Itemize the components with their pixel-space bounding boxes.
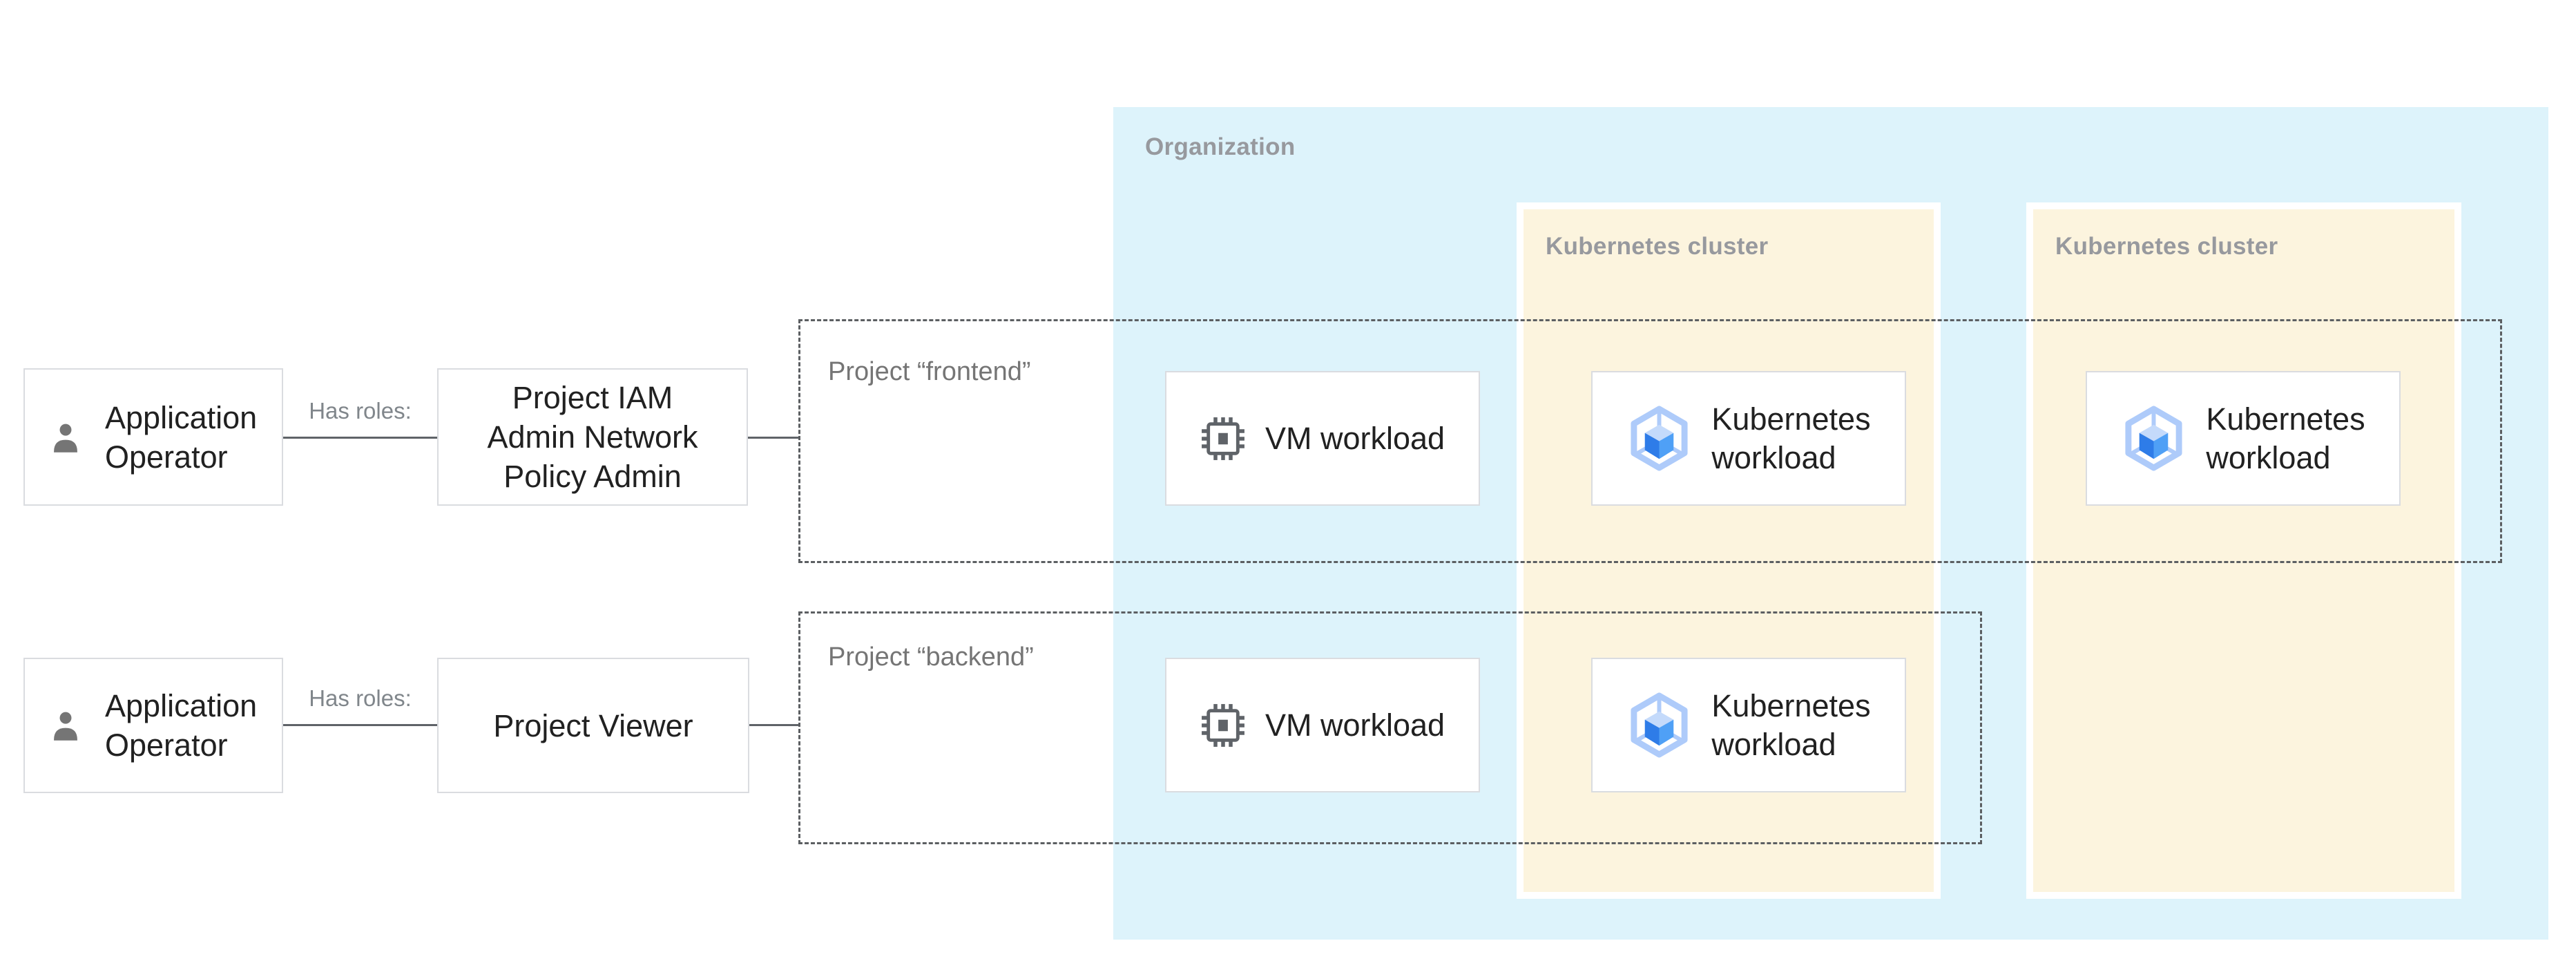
kubernetes-workload-card: Kubernetes workload [2086, 371, 2401, 506]
workload-label: Kubernetes workload [1711, 687, 1871, 762]
has-roles-label: Has roles: [309, 685, 412, 711]
kubernetes-cluster-zone-2: Kubernetes cluster [2033, 209, 2454, 892]
project-frontend-box: Project “frontend” [798, 319, 2502, 563]
actor-application-operator-2: Application Operator [23, 658, 283, 793]
project-backend-label: Project “backend” [828, 643, 1034, 672]
project-backend-box: Project “backend” [798, 611, 1982, 844]
kubernetes-workload-card: Kubernetes workload [1591, 371, 1906, 506]
role-project-iam-admin-box: Project IAM Admin Network Policy Admin [437, 368, 748, 506]
connector-line [749, 724, 798, 726]
project-frontend-label: Project “frontend” [828, 357, 1031, 386]
person-icon [54, 424, 77, 453]
kubernetes-workload-card: Kubernetes workload [1591, 658, 1906, 792]
actor-label: Application Operator [105, 399, 258, 475]
role-label: Project Viewer [493, 707, 693, 743]
kubernetes-cluster-label: Kubernetes cluster [2055, 233, 2278, 260]
vm-chip-icon [1202, 703, 1244, 747]
gke-hexagon-icon [1631, 692, 1688, 758]
person-icon [54, 712, 77, 741]
kubernetes-cluster-label: Kubernetes cluster [1546, 233, 1769, 260]
organization-label: Organization [1145, 133, 1296, 160]
connector-line [283, 437, 437, 439]
gke-hexagon-icon [2125, 406, 2182, 471]
has-roles-label: Has roles: [309, 398, 412, 424]
role-label: Project IAM Admin Network Policy Admin [487, 380, 698, 494]
vm-chip-icon [1202, 417, 1244, 460]
actor-application-operator-1: Application Operator [23, 368, 283, 506]
workload-label: VM workload [1265, 420, 1445, 456]
connector-line [283, 724, 437, 726]
gke-hexagon-icon [1631, 406, 1688, 471]
workload-label: VM workload [1265, 707, 1445, 743]
workload-label: Kubernetes workload [1711, 401, 1871, 475]
connector-line [748, 437, 798, 439]
workload-label: Kubernetes workload [2206, 401, 2365, 475]
role-project-viewer-box: Project Viewer [437, 658, 749, 793]
vm-workload-card: VM workload [1165, 658, 1480, 792]
vm-workload-card: VM workload [1165, 371, 1480, 506]
actor-label: Application Operator [105, 688, 258, 763]
